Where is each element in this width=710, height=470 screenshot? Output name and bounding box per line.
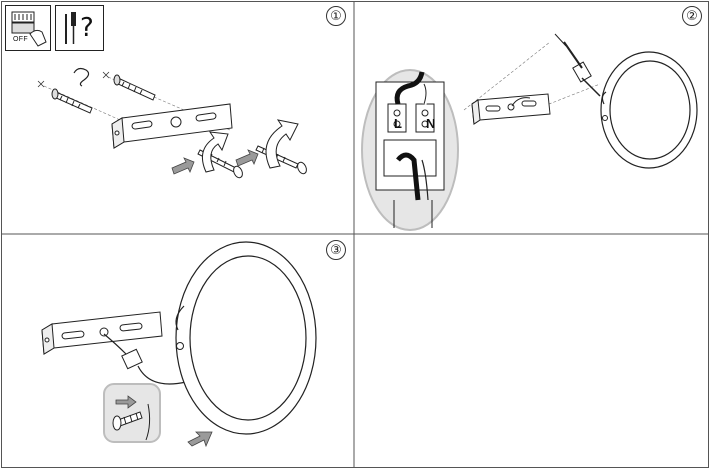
mounting-bracket-small: [471, 93, 551, 125]
live-wire: [394, 71, 425, 105]
terminal-block: [375, 81, 445, 191]
step-number-3: ③: [326, 240, 346, 260]
mounting-bracket: [111, 103, 233, 149]
panel-step-2: ②: [354, 0, 710, 234]
fixing-illustration: [41, 241, 317, 448]
inset-arrow: [115, 395, 137, 409]
luminaire-body: [175, 241, 317, 435]
panel-empty: [354, 234, 710, 470]
panel-step-3: ③: [0, 234, 354, 470]
wall-plug-right: [113, 74, 156, 101]
luminaire-ring: [600, 51, 698, 169]
off-label: OFF: [13, 36, 28, 43]
wall-plug-left: [51, 88, 93, 114]
mounting-bracket-final: [41, 311, 163, 355]
power-off-icon: OFF: [5, 5, 51, 51]
wire-clip: [73, 67, 90, 87]
luminaire-cable: [137, 365, 187, 385]
screw-inset: [103, 383, 161, 443]
screw-right: [255, 145, 307, 175]
mains-wire: [103, 333, 127, 355]
drill-mark-cross: [37, 71, 110, 88]
wiring-illustration: [361, 33, 698, 231]
step-number-1: ①: [326, 6, 346, 26]
rotate-arrow-right: [265, 119, 299, 169]
step-number-2: ②: [682, 6, 702, 26]
push-arrow-2: [235, 149, 259, 167]
question-mark-label: ?: [80, 13, 94, 43]
connector: [563, 41, 601, 97]
incoming-wire-dark: [396, 152, 421, 201]
neutral-terminal-label: N: [426, 116, 436, 131]
rotate-arrow-left: [201, 131, 229, 173]
screwdriver-icon: [65, 12, 76, 44]
panel-step-1: ① OFF ?: [0, 0, 354, 234]
connector-block: [121, 348, 143, 370]
push-arrow-ring: [187, 431, 213, 448]
tools-icon: ?: [55, 5, 104, 51]
live-terminal-label: L: [394, 116, 402, 131]
mounting-illustration: [37, 67, 307, 179]
push-arrow-1: [171, 157, 195, 175]
inset-screw: [112, 411, 143, 431]
circuit-breaker-icon: [11, 11, 47, 47]
incoming-wire-light: [421, 159, 429, 201]
